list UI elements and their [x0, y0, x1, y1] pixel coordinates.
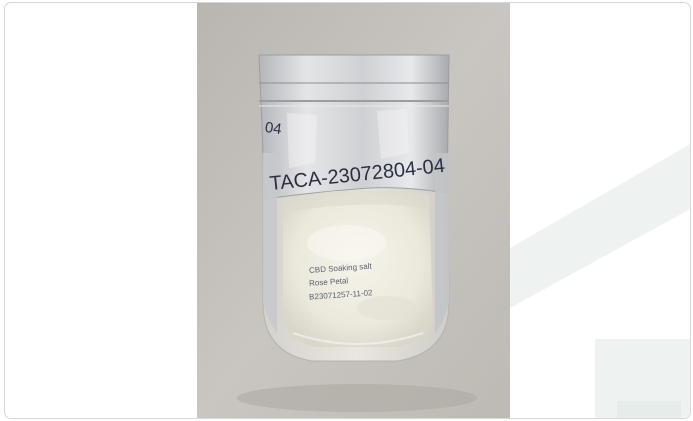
watermark-block-base	[617, 401, 681, 418]
watermark-diagonal-band	[510, 144, 690, 308]
pouch-foil-right-edge	[435, 153, 449, 333]
corner-mark-text: 04	[264, 119, 283, 138]
note-line-3: B23071257-11-02	[309, 288, 373, 301]
pouch-foil-left-edge	[263, 153, 277, 333]
note-line-1: CBD Soaking salt	[309, 262, 373, 275]
image-viewer: 04 TACA-23072804-04 CBD Soaking salt Ros…	[4, 2, 691, 419]
note-line-2: Rose Petal	[309, 276, 349, 288]
product-photo: 04 TACA-23072804-04 CBD Soaking salt Ros…	[197, 3, 510, 418]
pouch-shadow	[237, 384, 477, 412]
watermark-graphic	[510, 144, 690, 418]
